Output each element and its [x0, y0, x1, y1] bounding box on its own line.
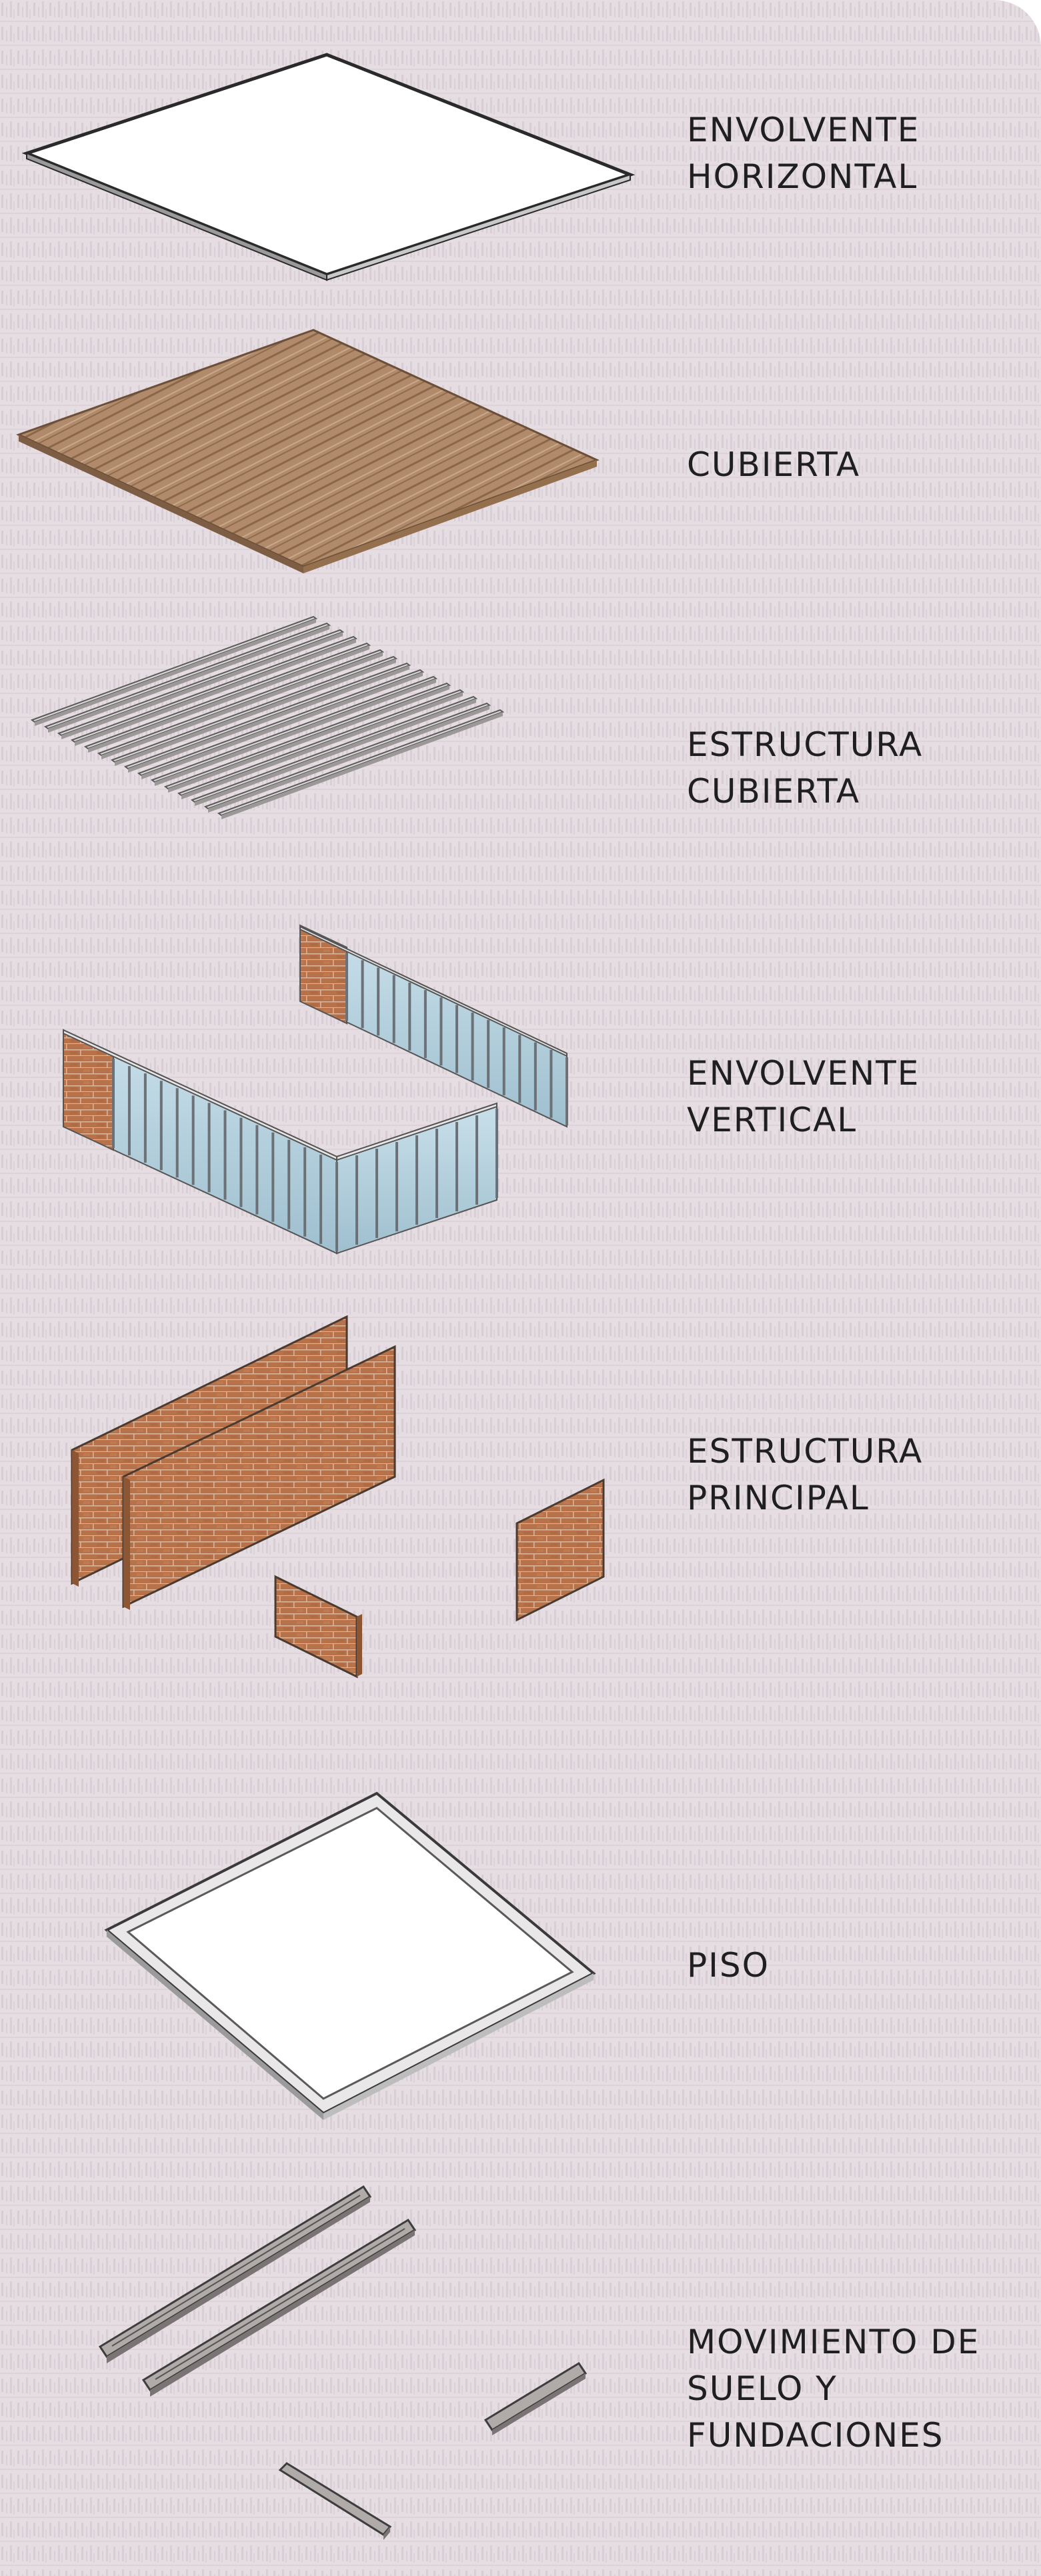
- label-line: MOVIMIENTO DE: [687, 2323, 980, 2361]
- label-line: CUBIERTA: [687, 445, 861, 484]
- roof-beam-side: [101, 652, 383, 759]
- label-line: SUELO Y: [687, 2369, 838, 2408]
- envolvente-horizontal-drawing: [21, 53, 636, 281]
- label-line: PISO: [687, 1946, 770, 1985]
- label-line: CUBIERTA: [687, 772, 861, 811]
- label-line: ENVOLVENTE: [687, 1054, 920, 1093]
- label-envolvente-horizontal: ENVOLVENTE HORIZONTAL: [687, 107, 920, 200]
- roof-beam-side: [181, 692, 463, 799]
- roof-beam-side: [35, 619, 316, 726]
- label-line: VERTICAL: [687, 1101, 858, 1139]
- roof-beam-side: [75, 639, 356, 746]
- estructura-cubierta-drawing: [30, 615, 505, 819]
- label-line: ESTRUCTURA: [687, 725, 924, 764]
- label-piso: PISO: [687, 1942, 770, 1989]
- label-line: ENVOLVENTE: [687, 111, 920, 149]
- roof-beam-side: [195, 699, 476, 806]
- envolvente-vertical-drawing: [63, 924, 568, 1255]
- piso-drawing: [104, 1791, 596, 2120]
- roof-beam-side: [221, 712, 503, 819]
- roof-beam-side: [141, 672, 423, 779]
- label-envolvente-vertical: ENVOLVENTE VERTICAL: [687, 1050, 920, 1143]
- estructura-principal-drawing: [71, 1315, 605, 1679]
- label-line: FUNDACIONES: [687, 2416, 944, 2455]
- roof-beam-side: [48, 625, 329, 733]
- roof-beam-side: [155, 679, 436, 786]
- roof-beam-side: [128, 665, 409, 773]
- cubierta-drawing: [16, 329, 600, 573]
- label-estructura-cubierta: ESTRUCTURA CUBIERTA: [687, 721, 923, 815]
- fundaciones-drawing: [98, 2185, 588, 2540]
- label-movimiento-de-suelo: MOVIMIENTO DE SUELO Y FUNDACIONES: [687, 2319, 980, 2459]
- label-line: HORIZONTAL: [687, 157, 918, 196]
- label-line: PRINCIPAL: [687, 1479, 870, 1517]
- label-cubierta: CUBIERTA: [687, 441, 860, 488]
- roof-beam-side: [208, 705, 489, 813]
- roof-beam-side: [88, 645, 369, 753]
- roof-beam-side: [168, 685, 449, 793]
- label-line: ESTRUCTURA: [687, 1432, 924, 1471]
- roof-beam-side: [61, 632, 343, 739]
- roof-beam-side: [115, 659, 396, 766]
- label-estructura-principal: ESTRUCTURA PRINCIPAL: [687, 1428, 923, 1521]
